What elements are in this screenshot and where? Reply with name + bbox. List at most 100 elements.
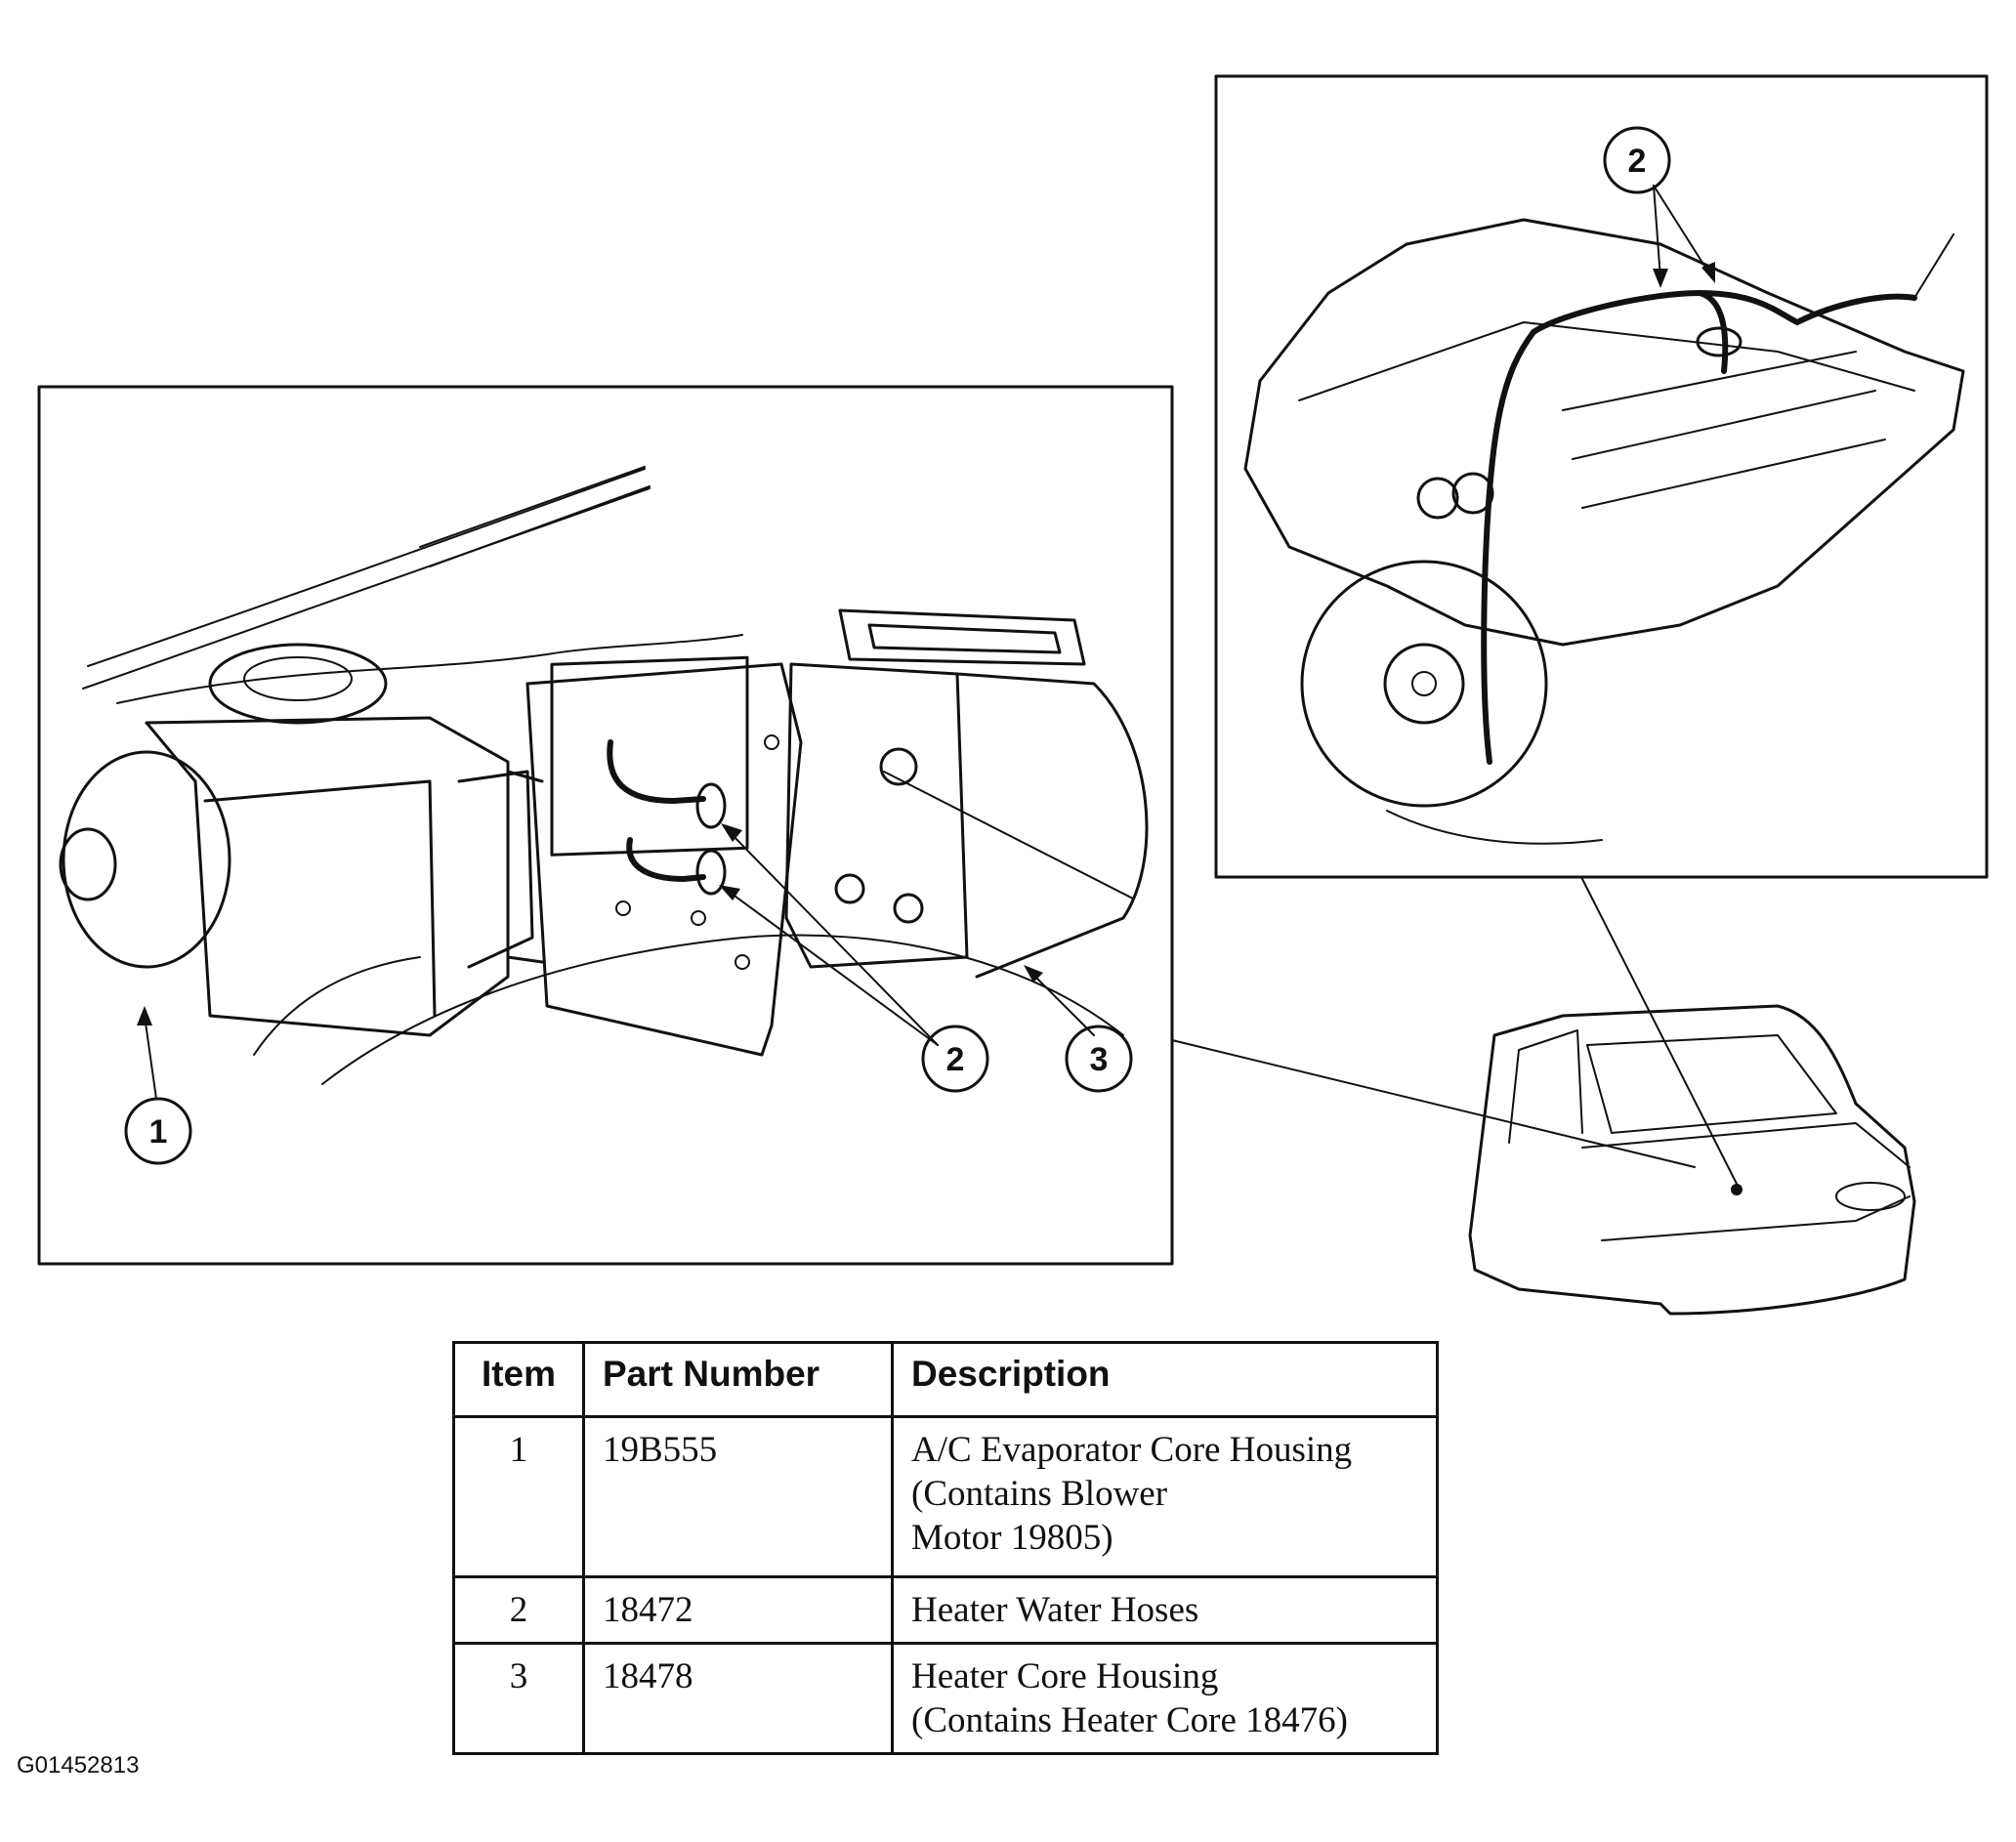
- table-row: 2 18472 Heater Water Hoses: [452, 1575, 1439, 1645]
- locator-line-right: [1581, 878, 1738, 1185]
- locator-line-left: [1171, 1039, 1696, 1168]
- column-header-item: Item: [452, 1341, 585, 1418]
- callout-1: 1: [124, 1097, 192, 1165]
- vehicle-hood-lines: [1581, 1122, 1911, 1241]
- engine-heater-hose-down: [1481, 329, 1536, 765]
- callout-2-left-label: 2: [946, 1041, 965, 1078]
- vehicle-door-window: [1508, 1029, 1583, 1144]
- vehicle-body-outline: [1468, 1004, 1916, 1316]
- heater-housing-front: [784, 662, 969, 969]
- mount-stud: [506, 770, 544, 783]
- table-row: 1 19B555 A/C Evaporator Core Housing (Co…: [452, 1415, 1439, 1578]
- mount-hole: [691, 910, 706, 926]
- row-description: Heater Water Hoses: [891, 1575, 1439, 1645]
- heater-assembly-view: 1 2 3: [37, 385, 1174, 1266]
- hose-exit: [1913, 233, 1954, 299]
- arrowhead: [137, 1006, 152, 1026]
- evaporator-case: [145, 716, 510, 1037]
- leader-item-2a: [727, 829, 939, 1046]
- table-row: 3 18478 Heater Core Housing (Contains He…: [452, 1642, 1439, 1755]
- arrowhead: [719, 885, 740, 900]
- heater-core-opening: [550, 655, 749, 857]
- engine-view-frame: [1214, 74, 1989, 879]
- callout-3-label: 3: [1090, 1041, 1109, 1078]
- mount-stud: [506, 955, 544, 964]
- blower-motor-scroll: [62, 750, 231, 969]
- vehicle-locator: [1171, 878, 1916, 1316]
- heater-outlet-duct: [838, 608, 1086, 666]
- oil-pan-line: [1386, 810, 1603, 845]
- housing-guide-line: [883, 771, 1134, 900]
- left-view-frame: [37, 385, 1174, 1266]
- heater-hose-lower: [626, 837, 706, 882]
- arrowhead: [1653, 269, 1668, 288]
- arrowhead: [1024, 965, 1043, 983]
- vehicle-headlamp: [1835, 1182, 1906, 1211]
- flywheel: [1300, 560, 1548, 808]
- housing-inlet-inner: [243, 656, 353, 701]
- dash-edge-line: [116, 634, 743, 704]
- callout-2-right: 2: [1603, 126, 1671, 194]
- heater-housing-side: [955, 672, 1149, 979]
- mount-hole: [615, 900, 631, 916]
- row-item: 3: [452, 1642, 585, 1755]
- callout-1-label: 1: [149, 1113, 168, 1151]
- evaporator-case-edge: [203, 779, 437, 1018]
- heater-core-housing: [784, 608, 1149, 979]
- hose-fitting-upper: [695, 782, 727, 829]
- row-description: Heater Core Housing (Contains Heater Cor…: [891, 1642, 1439, 1755]
- oil-cap: [1696, 326, 1743, 357]
- callout-2-left: 2: [921, 1025, 989, 1093]
- engine-location-dot: [1731, 1184, 1743, 1195]
- vehicle-windshield: [1586, 1034, 1837, 1134]
- cowl-panel-upper: [419, 466, 651, 567]
- arrowhead: [721, 823, 742, 842]
- floor-curve: [321, 934, 1124, 1085]
- housing-boss: [893, 893, 924, 924]
- leader-engine-item-2b: [1653, 185, 1710, 274]
- engine-view: 2: [1214, 74, 1989, 879]
- firewall-panel: [525, 662, 803, 1057]
- row-part-number: 18478: [582, 1642, 894, 1755]
- intake-manifold-line: [1298, 321, 1915, 401]
- cowl-panel-lines: [82, 468, 651, 690]
- pulley-boss: [1451, 472, 1494, 515]
- leader-item-1: [144, 1015, 157, 1100]
- housing-inlet: [208, 643, 388, 725]
- callout-3: 3: [1065, 1025, 1133, 1093]
- hose-fitting-lower: [695, 849, 727, 896]
- evaporator-flange: [457, 770, 534, 969]
- housing-boss: [834, 873, 865, 904]
- column-header-description: Description: [891, 1341, 1439, 1418]
- leader-item-3: [1029, 971, 1095, 1036]
- parts-table: Item Part Number Description 1 19B555 A/…: [452, 1341, 1439, 1755]
- mount-hole: [764, 734, 779, 750]
- row-part-number: 19B555: [582, 1415, 894, 1578]
- heater-hose-upper: [607, 739, 706, 804]
- flywheel-center: [1411, 671, 1437, 696]
- flywheel-hub: [1383, 643, 1465, 725]
- pulley-boss: [1416, 477, 1459, 520]
- mount-hole: [735, 954, 750, 970]
- arrowhead: [1701, 262, 1715, 283]
- engine-heater-hose-branch: [1697, 290, 1729, 374]
- engine-heater-hose-main: [1531, 290, 1917, 335]
- row-item: 1: [452, 1415, 585, 1578]
- engine-outline: [1243, 218, 1965, 647]
- table-header-row: Item Part Number Description: [452, 1341, 1439, 1418]
- row-description: A/C Evaporator Core Housing (Contains Bl…: [891, 1415, 1439, 1578]
- row-part-number: 18472: [582, 1575, 894, 1645]
- row-item: 2: [452, 1575, 585, 1645]
- valve-cover-ribs: [1562, 351, 1886, 509]
- housing-boss: [879, 747, 918, 786]
- floor-curve-left: [253, 956, 421, 1056]
- evaporator-housing: [59, 643, 544, 1037]
- blower-motor-hub: [59, 827, 117, 901]
- figure-id: G01452813: [17, 1752, 140, 1779]
- leader-arrows: [137, 823, 1095, 1100]
- column-header-part-number: Part Number: [582, 1341, 894, 1418]
- leader-item-2b: [727, 890, 939, 1046]
- heater-outlet-duct-inner: [867, 623, 1062, 654]
